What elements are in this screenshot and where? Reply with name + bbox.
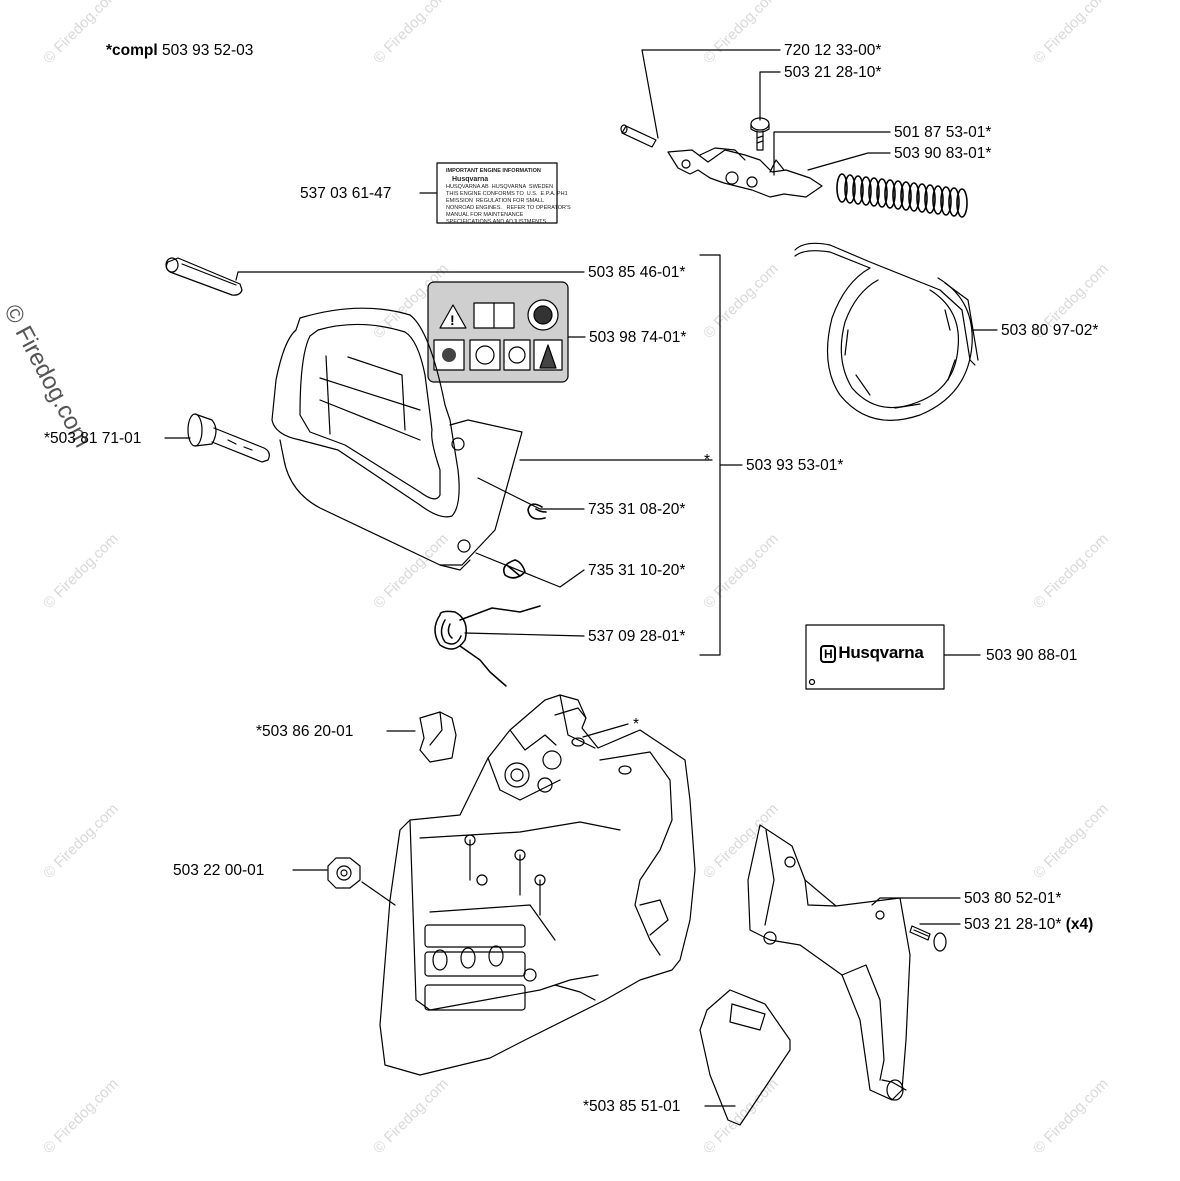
crown-icon: H bbox=[820, 645, 837, 663]
compl-prefix: *compl bbox=[106, 42, 158, 59]
label-501-87-53: 501 87 53-01* bbox=[894, 124, 992, 141]
circlip-part bbox=[502, 503, 547, 579]
hand-guard-part bbox=[271, 307, 523, 571]
label-503-90-83: 503 90 83-01* bbox=[894, 145, 992, 162]
label-star-a: * bbox=[704, 452, 711, 469]
quantity-x4: (x4) bbox=[1065, 916, 1094, 933]
label-503-81-71: *503 81 71-01 bbox=[44, 430, 142, 447]
compl-header: *compl 503 93 52-03 bbox=[106, 42, 253, 60]
label-503-85-51: *503 85 51-01 bbox=[583, 1098, 681, 1115]
nut-part bbox=[327, 857, 361, 889]
engine-info-decal-outline bbox=[436, 162, 558, 224]
label-503-90-88: 503 90 88-01 bbox=[986, 647, 1078, 664]
label-537-09-28: 537 09 28-01* bbox=[588, 628, 686, 645]
clutch-cover-part bbox=[379, 694, 696, 1076]
label-star-b: * bbox=[633, 716, 640, 733]
decal-brand: Husqvarna bbox=[452, 176, 489, 183]
cover-plate-part bbox=[699, 989, 791, 1126]
pin-part bbox=[620, 124, 657, 148]
label-735-31-10: 735 31 10-20* bbox=[588, 562, 686, 579]
label-503-98-74: 503 98 74-01* bbox=[589, 329, 687, 346]
decal-title: IMPORTANT ENGINE INFORMATION bbox=[446, 168, 541, 174]
decal-body-text: HUSQVARNA AB HUSQVARNA SWEDEN THIS ENGIN… bbox=[446, 184, 571, 225]
spring-part bbox=[836, 173, 968, 218]
guide-plate-part bbox=[747, 824, 911, 1101]
logo-decal-part bbox=[805, 624, 945, 690]
label-503-85-46: 503 85 46-01* bbox=[588, 264, 686, 281]
label-735-31-08: 735 31 08-20* bbox=[588, 501, 686, 518]
label-503-80-97: 503 80 97-02* bbox=[1001, 322, 1099, 339]
brake-lever-part bbox=[667, 147, 823, 198]
label-537-03-61: 537 03 61-47 bbox=[300, 185, 392, 202]
label-720-12-33: 720 12 33-00* bbox=[784, 42, 882, 59]
svg-text:!: ! bbox=[450, 312, 455, 328]
bushing-part bbox=[187, 413, 270, 463]
safety-decal-part: ! bbox=[427, 281, 569, 383]
small-screw-part bbox=[909, 925, 947, 952]
screw-part bbox=[750, 117, 770, 151]
label-503-80-52: 503 80 52-01* bbox=[964, 890, 1062, 907]
label-503-93-53: 503 93 53-01* bbox=[746, 457, 844, 474]
compl-number: 503 93 52-03 bbox=[162, 42, 254, 59]
label-503-22-00: 503 22 00-01 bbox=[173, 862, 265, 879]
label-503-21-28-top: 503 21 28-10* bbox=[784, 64, 882, 81]
torsion-spring-part bbox=[434, 605, 541, 687]
label-503-21-28-bottom: 503 21 28-10* (x4) bbox=[964, 916, 1094, 933]
leader-lines bbox=[164, 49, 998, 1107]
front-pin-part bbox=[165, 257, 243, 296]
bracket-clip-part bbox=[419, 711, 457, 763]
label-503-86-20: *503 86 20-01 bbox=[256, 723, 354, 740]
brake-band-part bbox=[794, 242, 979, 421]
